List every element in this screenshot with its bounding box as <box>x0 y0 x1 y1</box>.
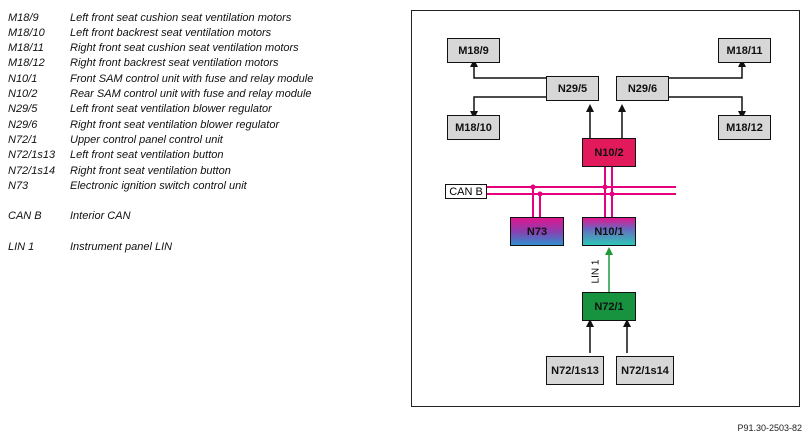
figure-reference: P91.30-2503-82 <box>737 423 802 433</box>
legend-desc: Left front seat ventilation blower regul… <box>70 103 272 115</box>
wiring-diagram: M18/9 M18/11 N29/5 N29/6 M18/10 M18/12 N… <box>411 10 800 407</box>
legend-code: N29/5 <box>8 103 38 115</box>
legend-desc: Right front seat ventilation blower regu… <box>70 119 280 131</box>
n29-6-box: N29/6 <box>616 76 669 101</box>
m18-10-box: M18/10 <box>447 115 500 140</box>
legend-code: N10/2 <box>8 88 38 100</box>
legend-desc: Right front seat ventilation button <box>70 165 231 177</box>
legend-desc: Instrument panel LIN <box>70 241 173 253</box>
legend-desc: Front SAM control unit with fuse and rel… <box>70 73 314 85</box>
legend-desc: Electronic ignition switch control unit <box>70 180 247 192</box>
legend-code: N29/6 <box>8 119 38 131</box>
legend-code: N72/1s13 <box>8 149 56 161</box>
legend-code: N72/1s14 <box>8 165 56 177</box>
lin-1-label: LIN 1 <box>590 259 602 284</box>
n10-2-box: N10/2 <box>582 138 636 167</box>
m18-9-box: M18/9 <box>447 38 500 63</box>
legend-desc: Left front backrest seat ventilation mot… <box>70 27 272 39</box>
black-wires <box>470 59 746 353</box>
can-b-label: CAN B <box>445 184 487 199</box>
n72-1-box: N72/1 <box>582 292 636 321</box>
legend-code: N73 <box>8 180 29 192</box>
n73-box: N73 <box>510 217 564 246</box>
legend-desc: Rear SAM control unit with fuse and rela… <box>70 88 312 100</box>
n10-1-box: N10/1 <box>582 217 636 246</box>
legend-code: N10/1 <box>8 73 38 85</box>
legend-desc: Interior CAN <box>70 210 131 222</box>
legend-desc: Right front backrest seat ventilation mo… <box>70 57 279 69</box>
legend-desc: Upper control panel control unit <box>70 134 223 146</box>
legend-code: M18/11 <box>8 42 44 54</box>
diagram-connections <box>446 59 746 353</box>
legend-desc: Left front seat cushion seat ventilation… <box>70 12 292 24</box>
m18-11-box: M18/11 <box>718 38 771 63</box>
legend-code: N72/1 <box>8 134 38 146</box>
legend-code: LIN 1 <box>8 241 35 253</box>
legend-code: M18/12 <box>8 57 45 69</box>
can-b-junctions <box>530 184 615 197</box>
n72-1s13-box: N72/1s13 <box>546 356 604 385</box>
legend-desc: Right front seat cushion seat ventilatio… <box>70 42 299 54</box>
n29-5-box: N29/5 <box>546 76 599 101</box>
m18-12-box: M18/12 <box>718 115 771 140</box>
legend-code: M18/10 <box>8 27 45 39</box>
n72-1s14-box: N72/1s14 <box>616 356 674 385</box>
legend-code: M18/9 <box>8 12 39 24</box>
legend-code: CAN B <box>8 210 42 222</box>
legend-desc: Left front seat ventilation button <box>70 149 224 161</box>
